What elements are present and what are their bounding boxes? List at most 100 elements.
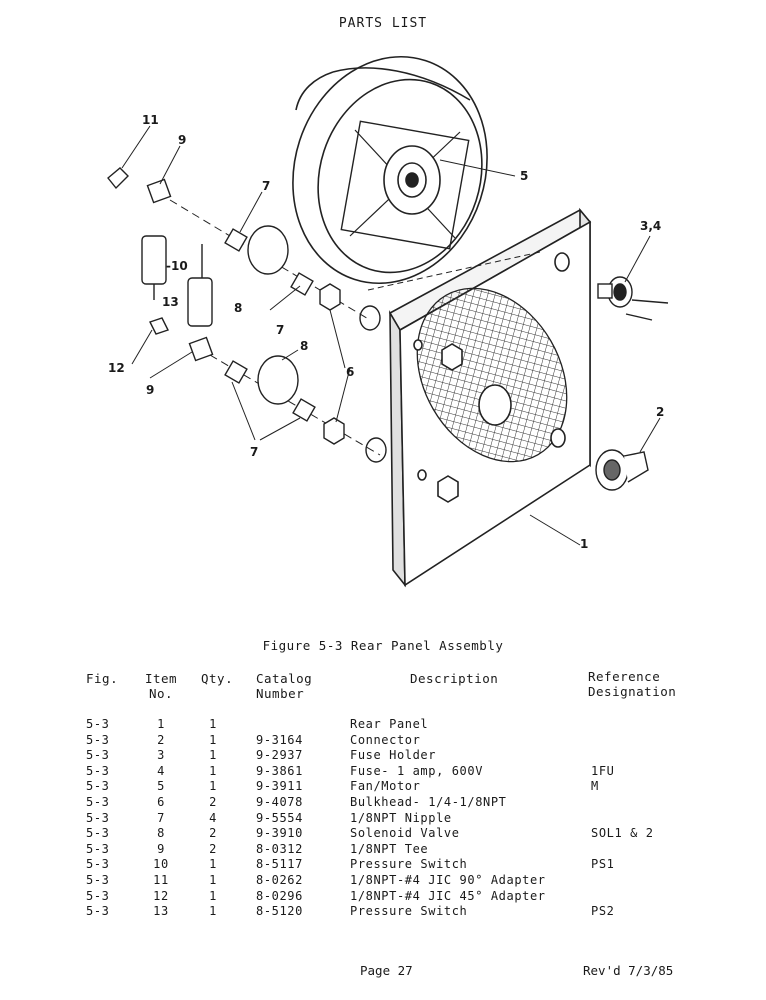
col-header-item-line2: No. <box>148 686 174 701</box>
cell-fig: 5-3 <box>86 841 110 856</box>
rear-panel-assembly-drawing: 11 9 7 5 3,4 -10 13 8 7 12 9 8 6 2 7 1 <box>107 55 669 588</box>
cell-catalog: 9-3164 <box>256 732 303 747</box>
col-header-reference: Reference Designation <box>588 669 676 699</box>
cell-description: 1/8NPT Tee <box>350 841 429 856</box>
cell-description: Rear Panel <box>350 717 429 731</box>
cell-catalog: 9-4078 <box>256 795 303 809</box>
cell-item: 2 <box>157 732 165 747</box>
col-header-fig: Fig. <box>86 671 119 686</box>
cell-item: 13 <box>153 904 169 919</box>
cell-fig: 5-3 <box>86 795 110 809</box>
callout-7-upper: 7 <box>262 179 270 193</box>
callout-10: -10 <box>166 259 188 273</box>
cell-qty: 1 <box>209 717 217 731</box>
cell-fig: 5-3 <box>86 888 110 903</box>
cell-catalog: 8-0312 <box>256 841 303 856</box>
callout-8-upper: 8 <box>234 301 242 315</box>
cell-fig: 5-3 <box>86 748 110 763</box>
cell-qty: 1 <box>209 857 217 872</box>
cell-description: Pressure Switch <box>350 857 468 872</box>
cell-fig: 5-3 <box>86 763 110 778</box>
cell-fig: 5-3 <box>86 826 110 841</box>
cell-qty: 2 <box>209 841 217 856</box>
cell-fig: 5-3 <box>86 810 110 825</box>
cell-item: 9 <box>157 841 165 856</box>
cell-item: 7 <box>157 810 165 825</box>
cell-catalog: 8-5117 <box>256 857 303 872</box>
cell-reference: M <box>591 779 599 794</box>
cell-fig: 5-3 <box>86 732 110 747</box>
cell-qty: 1 <box>209 904 217 919</box>
cell-item: 5 <box>157 779 165 794</box>
cell-catalog: 8-0262 <box>256 873 303 887</box>
cell-fig: 5-3 <box>86 873 110 887</box>
cell-qty: 1 <box>209 748 217 763</box>
callout-8-lower: 8 <box>300 339 308 353</box>
cell-description: Connector <box>350 732 421 747</box>
cell-fig: 5-3 <box>86 779 110 794</box>
callout-13: 13 <box>162 295 179 309</box>
cell-catalog: 9-5554 <box>256 810 303 825</box>
callout-7-lower: 7 <box>250 445 258 459</box>
cell-item: 8 <box>157 826 165 841</box>
cell-catalog: 9-2937 <box>256 748 303 763</box>
connector-drawing <box>595 449 649 491</box>
fuse-holder-drawing <box>597 276 669 321</box>
callout-leaders <box>121 125 661 546</box>
callout-5: 5 <box>520 169 528 183</box>
callout-12: 12 <box>108 361 125 375</box>
col-header-item-line1: Item <box>144 671 178 686</box>
col-header-description: Description <box>410 671 499 686</box>
cell-item: 11 <box>153 873 169 887</box>
cell-reference: PS1 <box>591 857 615 872</box>
cell-fig: 5-3 <box>86 857 110 872</box>
col-header-item: Item No. <box>141 671 181 701</box>
cell-item: 3 <box>157 748 165 763</box>
cell-catalog: 8-5120 <box>256 904 303 919</box>
col-header-catalog: Catalog Number <box>256 671 312 701</box>
cell-description: 1/8NPT-#4 JIC 90° Adapter <box>350 873 546 887</box>
cell-description: Pressure Switch <box>350 904 468 919</box>
cell-qty: 2 <box>209 826 217 841</box>
cell-catalog: 9-3861 <box>256 763 303 778</box>
cell-fig: 5-3 <box>86 904 110 919</box>
page-number: Page 27 <box>360 963 413 978</box>
col-header-qty: Qty. <box>201 671 234 686</box>
cell-qty: 1 <box>209 779 217 794</box>
page-title: PARTS LIST <box>338 16 428 31</box>
fan-motor-drawing <box>292 55 488 285</box>
cell-description: Fan/Motor <box>350 779 421 794</box>
cell-item: 4 <box>157 763 165 778</box>
callout-6: 6 <box>346 365 354 379</box>
cell-qty: 1 <box>209 732 217 747</box>
cell-item: 10 <box>153 857 169 872</box>
rear-panel-drawing <box>367 207 592 588</box>
col-header-catalog-line2: Number <box>256 686 305 701</box>
cell-qty: 2 <box>209 795 217 809</box>
cell-description: 1/8NPT Nipple <box>350 810 452 825</box>
cell-reference: PS2 <box>591 904 615 919</box>
cell-qty: 4 <box>209 810 217 825</box>
callout-9-upper: 9 <box>178 133 186 147</box>
callout-11: 11 <box>142 113 159 127</box>
cell-qty: 1 <box>209 873 217 887</box>
cell-catalog: 8-0296 <box>256 888 303 903</box>
cell-qty: 1 <box>209 888 217 903</box>
cell-description: Solenoid Valve <box>350 826 460 841</box>
cell-description: Fuse- 1 amp, 600V <box>350 763 484 778</box>
col-header-reference-line2: Designation <box>588 684 677 699</box>
figure-caption: Figure 5-3 Rear Panel Assembly <box>262 638 504 653</box>
cell-item: 1 <box>157 717 165 731</box>
revision-date: Rev'd 7/3/85 <box>583 963 674 978</box>
callout-7-middle: 7 <box>276 323 284 337</box>
callout-2: 2 <box>656 405 664 419</box>
cell-description: Fuse Holder <box>350 748 437 763</box>
cell-reference: 1FU <box>591 763 615 778</box>
callout-9-lower: 9 <box>146 383 154 397</box>
cell-item: 12 <box>153 888 169 903</box>
cell-fig: 5-3 <box>86 717 110 731</box>
cell-catalog: 9-3911 <box>256 779 303 794</box>
cell-catalog: 9-3910 <box>256 826 303 841</box>
col-header-reference-line1: Reference <box>588 669 661 684</box>
callout-3-4: 3,4 <box>640 219 661 233</box>
